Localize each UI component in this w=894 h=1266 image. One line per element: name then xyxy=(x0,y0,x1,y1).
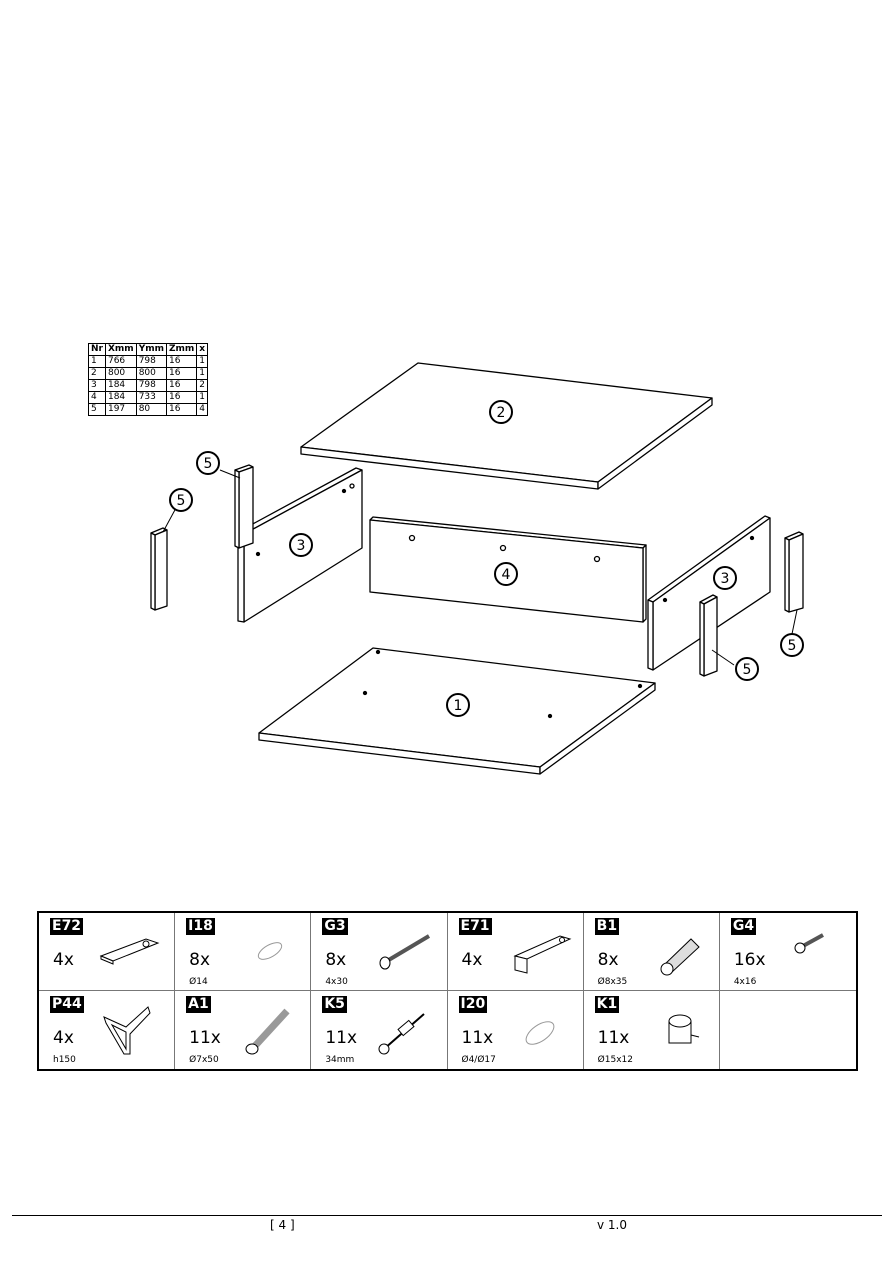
hardware-empty-cell xyxy=(720,991,856,1069)
part-number: 1 xyxy=(454,698,463,714)
hardware-item-e71: E71 4x xyxy=(447,913,584,991)
part-label-p2: 2 xyxy=(489,400,513,424)
part-label-p5d: 5 xyxy=(780,633,804,657)
page-number: [ 4 ] xyxy=(270,1218,295,1232)
hardware-quantity: 8x xyxy=(597,950,619,970)
hardware-item-b1: B1 8x Ø8x35 xyxy=(583,913,720,991)
part-number: 3 xyxy=(721,571,730,587)
hardware-item-g4: G4 16x 4x16 xyxy=(719,913,856,991)
part-5-left-outer xyxy=(150,527,168,611)
part-5-right-outer xyxy=(784,531,804,613)
version-label: v 1.0 xyxy=(597,1218,627,1232)
dowel-icon xyxy=(660,938,700,976)
hardware-quantity: 4x xyxy=(53,950,74,970)
panel-3-right xyxy=(647,515,771,671)
hardware-code: A1 xyxy=(186,996,211,1013)
screw-icon xyxy=(379,934,430,970)
part-number: 3 xyxy=(297,538,306,554)
hardware-size: 4x16 xyxy=(733,977,757,987)
hardware-code: P44 xyxy=(50,996,84,1013)
cap-ring-icon xyxy=(258,942,283,960)
hardware-item-k5: K5 11x 34mm xyxy=(311,991,448,1069)
hardware-code: G4 xyxy=(730,918,757,935)
part-5-left-inner xyxy=(234,464,254,549)
leg-icon xyxy=(103,1006,151,1055)
hardware-quantity: 11x xyxy=(189,1028,221,1048)
part-number: 5 xyxy=(204,456,213,472)
cam-bolt-icon xyxy=(378,1013,425,1055)
hardware-code: E72 xyxy=(50,918,84,935)
hardware-code: K1 xyxy=(594,996,620,1013)
hardware-quantity: 8x xyxy=(325,950,347,970)
hardware-size: h150 xyxy=(53,1055,76,1065)
hardware-size: 4x30 xyxy=(325,977,348,987)
footer-divider xyxy=(12,1215,882,1216)
angle-plate-icon xyxy=(513,935,572,974)
table-cell: 16 xyxy=(165,403,198,416)
hardware-code: B1 xyxy=(594,918,620,935)
hardware-size: 34mm xyxy=(325,1055,355,1065)
hardware-quantity: 4x xyxy=(461,950,483,970)
hardware-quantity: 16x xyxy=(733,950,766,970)
hardware-item-g3: G3 8x 4x30 xyxy=(311,913,448,991)
hardware-size: Ø14 xyxy=(189,977,208,987)
flat-plate-icon xyxy=(99,938,160,965)
hardware-item-p44: P44 4x h150 xyxy=(39,991,176,1069)
hardware-size: Ø7x50 xyxy=(189,1055,219,1065)
part-number: 5 xyxy=(788,638,797,654)
part-label-p5c: 5 xyxy=(735,657,759,681)
part-number: 4 xyxy=(502,567,511,583)
short-screw-icon xyxy=(794,933,824,954)
exploded-assembly-diagram: 2 1 3 4 3 5 5 5 5 xyxy=(150,362,804,775)
table-cell: 4 xyxy=(196,403,209,416)
table-cell: 197 xyxy=(104,403,137,416)
hardware-size: Ø8x35 xyxy=(597,977,628,987)
part-number: 2 xyxy=(497,405,506,421)
part-5-right-inner xyxy=(699,594,718,677)
table-cell: 5 xyxy=(88,403,106,416)
hardware-code: K5 xyxy=(322,996,347,1013)
hardware-quantity: 11x xyxy=(597,1028,630,1048)
hardware-item-k1: K1 11x Ø15x12 xyxy=(584,991,720,1069)
hardware-code: G3 xyxy=(322,918,348,935)
hardware-code: E71 xyxy=(458,918,492,935)
part-label-p5a: 5 xyxy=(169,488,193,512)
bolt-icon xyxy=(245,1008,290,1055)
hardware-code: I20 xyxy=(458,996,488,1013)
hardware-list: E72 4x I18 8x Ø14 G3 8x 4x30 E71 4x B1 8… xyxy=(37,911,858,1071)
hardware-quantity: 4x xyxy=(53,1028,74,1048)
part-label-p4: 4 xyxy=(494,562,518,586)
hardware-code: I18 xyxy=(186,918,215,935)
hardware-quantity: 8x xyxy=(189,950,211,970)
table-header-row: Nr Xmm Ymm Zmm x xyxy=(88,343,209,356)
part-label-p5b: 5 xyxy=(196,451,220,475)
table-cell: 16 xyxy=(165,367,198,380)
part-number: 5 xyxy=(177,493,186,509)
part-label-p1: 1 xyxy=(446,693,470,717)
hardware-item-a1: A1 11x Ø7x50 xyxy=(175,991,312,1069)
hardware-item-e72: E72 4x xyxy=(39,913,176,991)
hardware-size: Ø15x12 xyxy=(597,1055,633,1065)
cam-lock-icon xyxy=(668,1014,699,1044)
hardware-quantity: 11x xyxy=(325,1028,358,1048)
cover-cap-icon xyxy=(525,1021,555,1045)
part-label-p3a: 3 xyxy=(289,533,313,557)
hardware-item-i20: I20 11x Ø4/Ø17 xyxy=(448,991,584,1069)
part-number: 5 xyxy=(743,662,752,678)
hardware-quantity: 11x xyxy=(461,1028,494,1048)
hardware-item-i18: I18 8x Ø14 xyxy=(175,913,312,991)
part-label-p3b: 3 xyxy=(713,566,737,590)
hardware-size: Ø4/Ø17 xyxy=(461,1055,496,1065)
